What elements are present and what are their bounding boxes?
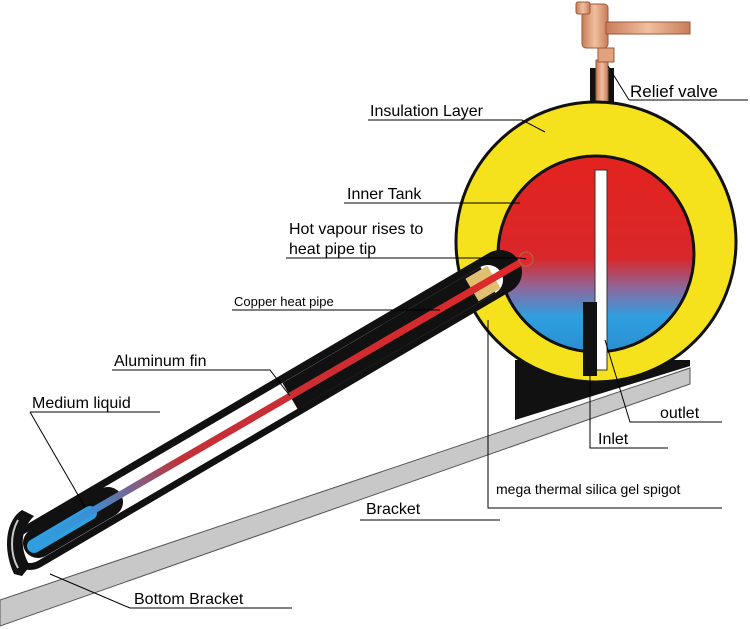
outlet-label: outlet [660, 405, 700, 422]
hot-vapour-label-line2: heat pipe tip [289, 241, 376, 258]
medium-liquid-label: Medium liquid [32, 395, 131, 412]
inlet-pipe [583, 302, 597, 376]
relief-valve [575, 1, 691, 111]
bracket-label: Bracket [366, 501, 421, 518]
copper-heat-pipe-label: Copper heat pipe [234, 294, 334, 309]
leader-lines [29, 65, 748, 609]
bottom-bracket-label: Bottom Bracket [134, 591, 244, 608]
silica-gel-spigot-label: mega thermal silica gel spigot [496, 481, 681, 497]
aluminum-fin-label: Aluminum fin [114, 353, 206, 370]
hot-vapour-label-line1: Hot vapour rises to [289, 221, 423, 238]
inner-tank-label: Inner Tank [347, 186, 422, 203]
inlet-label: Inlet [598, 431, 629, 448]
outlet-pipe [594, 169, 608, 371]
copper-heat-pipe [28, 254, 532, 550]
relief-valve-label: Relief valve [630, 82, 718, 101]
bracket [0, 367, 691, 627]
insulation-layer-label: Insulation Layer [370, 103, 484, 120]
